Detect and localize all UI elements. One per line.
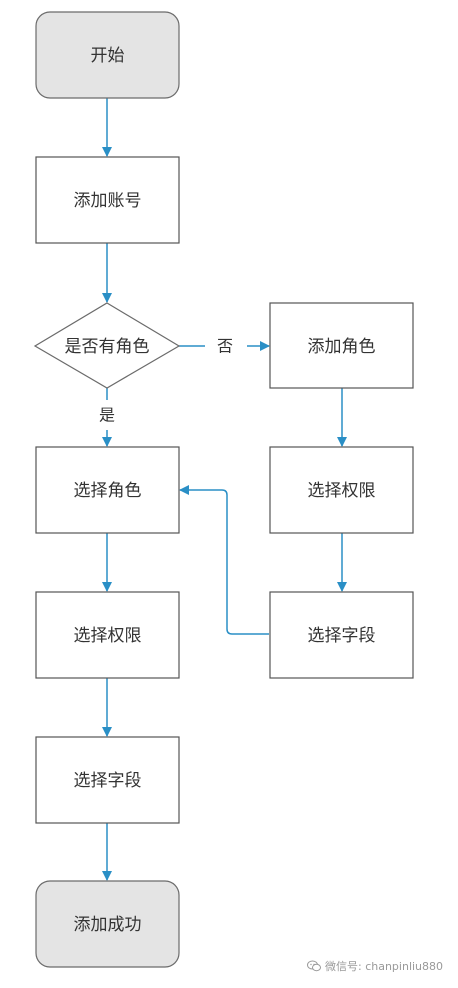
node-choose-permission-right: 选择权限 [269, 446, 414, 534]
edges [102, 98, 347, 881]
watermark: 微信号: chanpinliu880 [307, 958, 443, 974]
node-has-role-label: 是否有角色 [65, 337, 150, 357]
wechat-icon [307, 960, 321, 972]
watermark-text: 微信号: chanpinliu880 [325, 960, 444, 973]
node-choose-role: 选择角色 [35, 446, 180, 534]
node-add-role: 添加角色 [269, 302, 414, 389]
node-add-role-label: 添加角色 [308, 337, 376, 357]
node-success-label: 添加成功 [74, 915, 142, 935]
node-choose-field-right-label: 选择字段 [308, 626, 376, 646]
node-success: 添加成功 [35, 880, 180, 968]
node-add-account: 添加账号 [35, 156, 180, 244]
node-choose-role-label: 选择角色 [74, 481, 142, 501]
node-choose-permission-left: 选择权限 [35, 591, 180, 679]
node-choose-field-right: 选择字段 [269, 591, 414, 679]
node-choose-permission-left-label: 选择权限 [74, 626, 142, 646]
edge-label-yes: 是 [99, 406, 115, 425]
node-start: 开始 [35, 11, 180, 99]
node-choose-field-left: 选择字段 [35, 736, 180, 824]
edge-label-no: 否 [217, 337, 233, 356]
node-has-role-decision: 是否有角色 [33, 302, 181, 389]
node-add-account-label: 添加账号 [74, 191, 142, 211]
node-choose-permission-right-label: 选择权限 [308, 481, 376, 501]
edge-field-right-to-choose-role [179, 485, 269, 635]
node-choose-field-left-label: 选择字段 [74, 771, 142, 791]
node-start-label: 开始 [91, 46, 125, 66]
